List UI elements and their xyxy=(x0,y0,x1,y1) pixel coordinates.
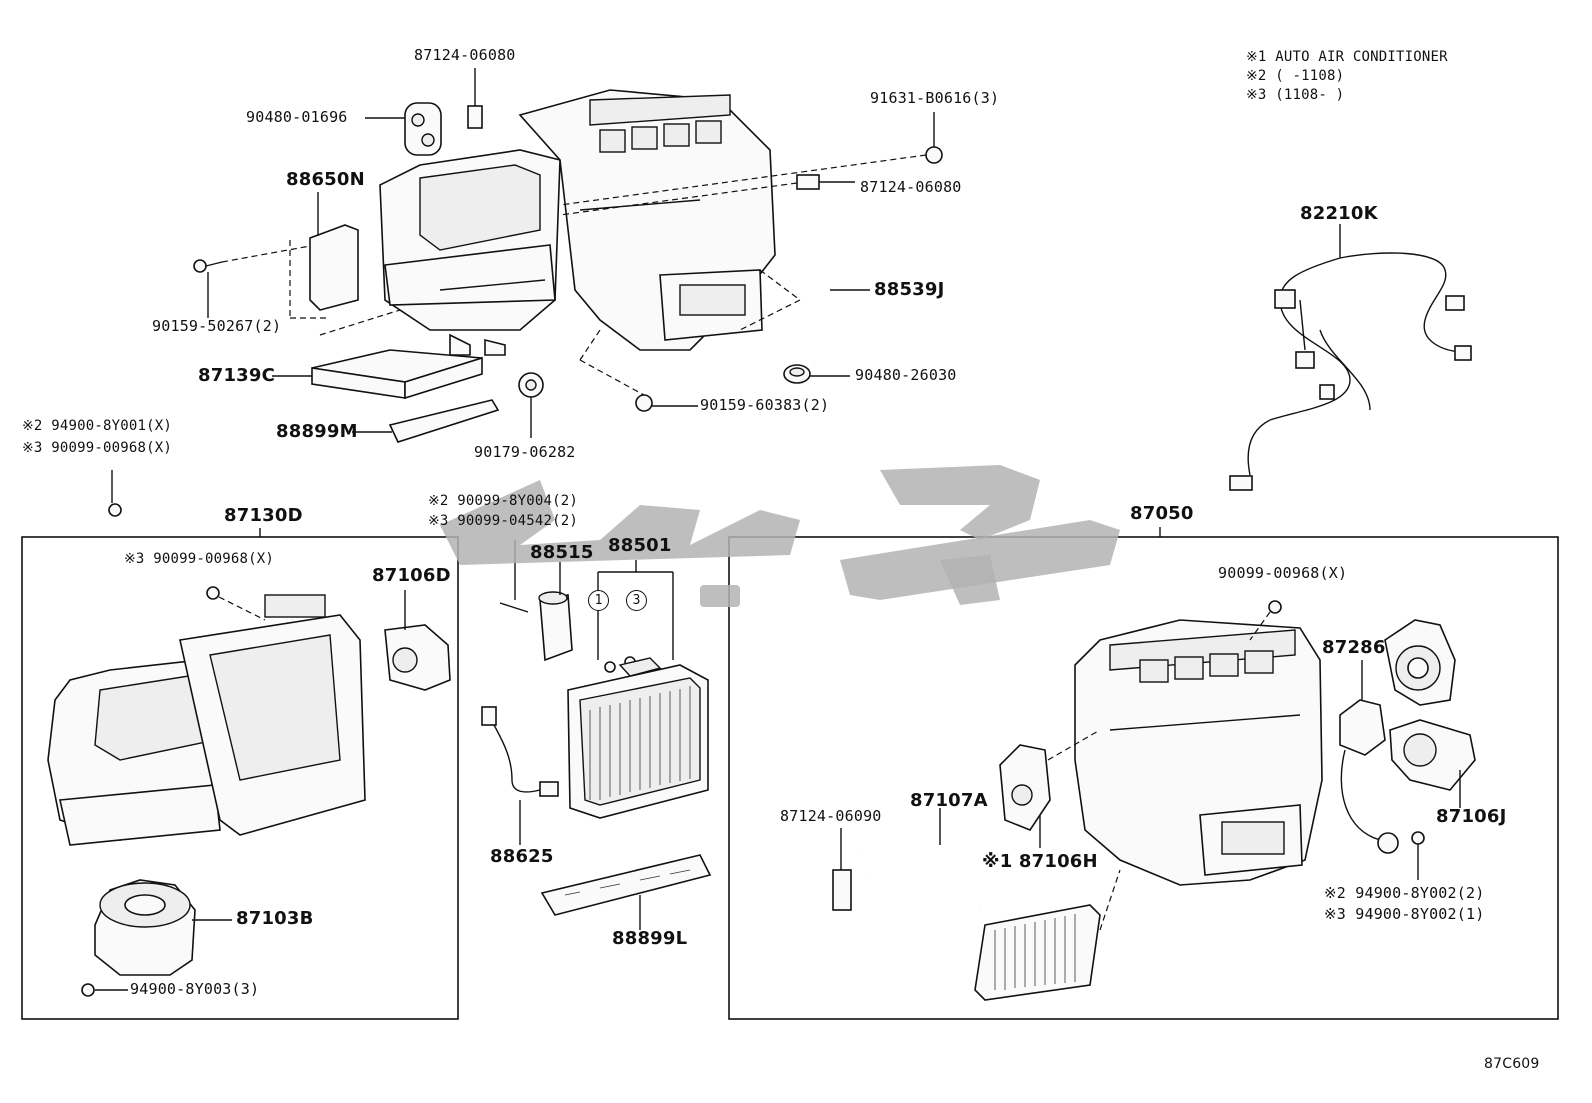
part-label: 88501 xyxy=(608,535,672,556)
harness-82210k xyxy=(1229,224,1472,491)
part-label: 87106J xyxy=(1436,806,1507,827)
evaporator-88501 xyxy=(567,657,709,819)
part-label: 87124-06080 xyxy=(860,178,962,196)
part-label: 90480-26030 xyxy=(855,366,957,384)
screw-90099-00968-right xyxy=(1249,600,1282,641)
seal-90480-01696 xyxy=(404,102,442,156)
part-label: 88650N xyxy=(286,169,365,190)
servo-87286 xyxy=(1339,660,1399,854)
o-ring-1 xyxy=(604,661,616,673)
watermark-logo xyxy=(440,465,1120,607)
part-label: 90099-00968(X) xyxy=(1218,564,1348,582)
part-label: ※2 94900-8Y001(X) xyxy=(22,418,172,434)
assembly-box-87050 xyxy=(728,536,1559,1020)
part-label: ※3 90099-04542(2) xyxy=(428,513,578,529)
part-label: 87103B xyxy=(236,908,314,929)
part-label: ※3 90099-00968(X) xyxy=(124,551,274,567)
clip-90179-06282 xyxy=(518,372,544,438)
hvac-unit-top xyxy=(379,89,776,356)
callout-circle: 1 xyxy=(588,590,609,611)
part-label: 88625 xyxy=(490,846,554,867)
actuator-87106d xyxy=(384,590,451,691)
part-label: 82210K xyxy=(1300,203,1378,224)
part-label: 87130D xyxy=(224,505,303,526)
screw-94900-8y002 xyxy=(1411,831,1425,880)
note-2: ※2 ( -1108) xyxy=(1246,68,1345,84)
part-label: ※2 90099-8Y004(2) xyxy=(428,493,578,509)
part-label: 87107A xyxy=(910,790,988,811)
actuator-87106h xyxy=(999,744,1051,848)
part-label: 90179-06282 xyxy=(474,443,576,461)
hvac-unit-87050 xyxy=(1074,619,1323,886)
cover-88899m xyxy=(388,399,500,443)
part-label: ※1 87106H xyxy=(982,851,1098,872)
part-label: 87124-06090 xyxy=(780,807,882,825)
blower-motor-87103b xyxy=(94,879,232,976)
part-label: ※2 94900-8Y002(2) xyxy=(1324,884,1485,902)
blower-case-87130d xyxy=(47,594,366,846)
part-label: 87286 xyxy=(1322,637,1386,658)
cover-88899l xyxy=(540,854,712,930)
part-label: 88515 xyxy=(530,542,594,563)
clip-87124-06090 xyxy=(832,828,852,911)
screw-91631-b0616 xyxy=(925,112,943,164)
motor-87106j xyxy=(1384,619,1476,808)
screw-94900-8y001 xyxy=(108,470,122,517)
callout-circle: 3 xyxy=(626,590,647,611)
part-label: 87124-06080 xyxy=(414,46,516,64)
part-label: 87050 xyxy=(1130,503,1194,524)
part-label: ※3 90099-00968(X) xyxy=(22,440,172,456)
part-label: 88899L xyxy=(612,928,688,949)
diagram-ref-code: 87C609 xyxy=(1484,1056,1540,1072)
part-label: 91631-B0616(3) xyxy=(870,89,1000,107)
clip-87124-06080-top xyxy=(467,105,483,129)
part-label: 88899M xyxy=(276,421,358,442)
part-label: 88539J xyxy=(874,279,945,300)
part-label: ※3 94900-8Y002(1) xyxy=(1324,905,1485,923)
part-label: 87139C xyxy=(198,365,276,386)
part-label: 90159-50267(2) xyxy=(152,317,282,335)
amplifier-88650n xyxy=(309,192,359,311)
heater-core xyxy=(974,904,1101,1001)
screw-90099-00968-box xyxy=(206,586,266,621)
heater-pipes-87107a xyxy=(859,808,982,991)
sensor-88625 xyxy=(481,706,559,845)
part-label: 90159-60383(2) xyxy=(700,396,830,414)
assembly-box-87130d xyxy=(21,536,459,1020)
grommet-90480-26030 xyxy=(783,364,811,384)
screw-94900-8y003 xyxy=(81,983,128,997)
screw-90159-50267 xyxy=(193,259,223,318)
part-label: 94900-8Y003(3) xyxy=(130,980,260,998)
note-3: ※3 (1108- ) xyxy=(1246,87,1345,103)
valve-88515 xyxy=(538,562,573,662)
filter-87139c xyxy=(311,349,483,400)
note-auto-ac: ※1 AUTO AIR CONDITIONER xyxy=(1246,49,1448,65)
clip-87124-06080-right xyxy=(796,174,820,190)
part-label: 87106D xyxy=(372,565,451,586)
screw-90159-60383 xyxy=(635,394,653,412)
part-label: 90480-01696 xyxy=(246,108,348,126)
bolt-90099-8y004 xyxy=(499,602,529,613)
